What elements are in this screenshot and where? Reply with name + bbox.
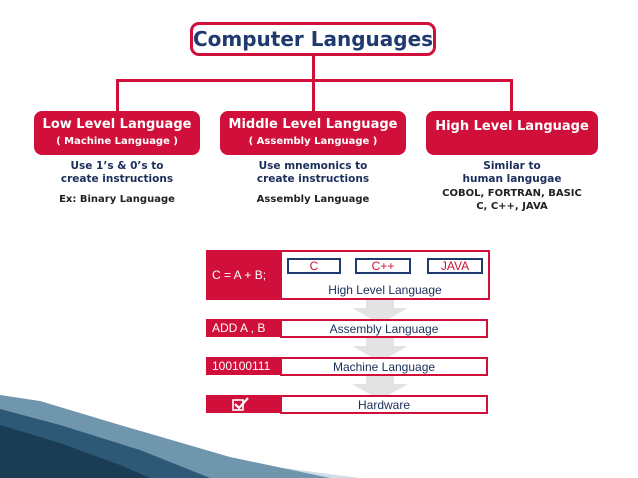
assembly-code-cell: ADD A , B <box>206 319 280 337</box>
hardware-label: Hardware <box>357 397 411 412</box>
machine-label-cell: Machine Language <box>280 357 488 376</box>
description-low-level: Use 1’s & 0’s to create instructions <box>34 160 200 186</box>
machine-label: Machine Language <box>332 359 436 374</box>
category-high-level: High Level Language <box>426 111 598 155</box>
connector-vertical-low <box>116 79 119 112</box>
example-line: Assembly Language <box>256 194 370 205</box>
machine-code: 100100111 <box>212 359 271 373</box>
description-line: human langugae <box>462 173 562 185</box>
example-high-level: COBOL, FORTRAN, BASIC C, C++, JAVA <box>426 187 598 213</box>
language-label: JAVA <box>440 259 470 273</box>
down-arrow-icon <box>352 298 408 324</box>
assembly-label: Assembly Language <box>329 321 439 336</box>
machine-code-cell: 100100111 <box>206 357 280 375</box>
language-label: C <box>309 259 319 273</box>
down-arrow-icon <box>352 374 408 400</box>
corner-swoosh-decoration <box>0 395 360 478</box>
hardware-icon-cell <box>206 395 280 413</box>
language-c: C <box>287 258 341 274</box>
down-arrow-icon <box>352 336 408 362</box>
description-line: create instructions <box>60 173 174 185</box>
category-heading: Middle Level Language <box>228 117 398 132</box>
category-heading: Low Level Language <box>42 117 192 132</box>
category-subheading: ( Assembly Language ) <box>248 136 378 147</box>
high-level-code-cell: C = A + B; <box>206 250 282 300</box>
language-label: C++ <box>371 259 395 273</box>
category-middle-level: Middle Level Language ( Assembly Languag… <box>220 111 406 155</box>
checkmark-icon <box>232 397 249 411</box>
category-low-level: Low Level Language ( Machine Language ) <box>34 111 200 155</box>
language-java: JAVA <box>427 258 483 274</box>
example-line: C, C++, JAVA <box>476 201 548 212</box>
example-low-level: Ex: Binary Language <box>34 193 200 206</box>
connector-vertical-title <box>312 56 315 81</box>
high-level-label: High Level Language <box>328 283 442 297</box>
language-cpp: C++ <box>355 258 411 274</box>
connector-vertical-middle <box>312 79 315 112</box>
description-line: Use mnemonics to <box>258 160 368 172</box>
description-line: create instructions <box>256 173 370 185</box>
assembly-label-cell: Assembly Language <box>280 319 488 338</box>
example-line: COBOL, FORTRAN, BASIC <box>442 188 582 199</box>
hardware-label-cell: Hardware <box>280 395 488 414</box>
high-level-code: C = A + B; <box>212 268 267 282</box>
category-heading: High Level Language <box>435 119 589 134</box>
example-line: Ex: Binary Language <box>59 194 175 205</box>
connector-vertical-high <box>510 79 513 112</box>
assembly-code: ADD A , B <box>212 321 266 335</box>
category-subheading: ( Machine Language ) <box>56 136 178 147</box>
page-title: Computer Languages <box>190 22 436 56</box>
example-middle-level: Assembly Language <box>220 193 406 206</box>
description-line: Use 1’s & 0’s to <box>70 160 164 172</box>
description-middle-level: Use mnemonics to create instructions <box>220 160 406 186</box>
description-high-level: Similar to human langugae <box>426 160 598 186</box>
description-line: Similar to <box>483 160 541 172</box>
